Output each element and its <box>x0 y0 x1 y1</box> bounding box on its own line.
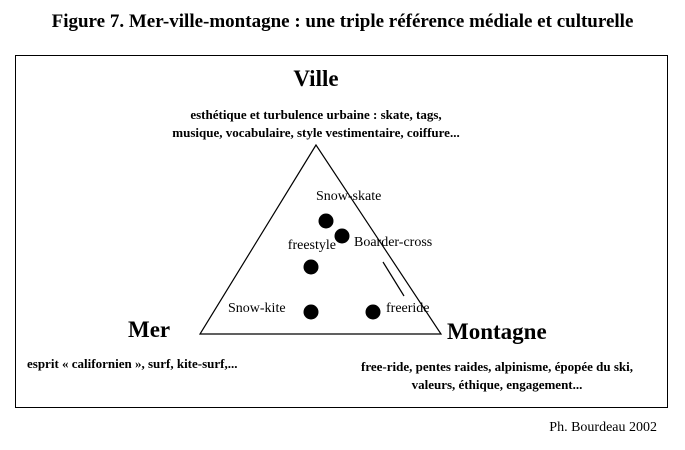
dot-freeride <box>365 304 381 320</box>
label-freestyle: freestyle <box>287 238 336 253</box>
leader-line-boarder-cross <box>382 261 405 297</box>
description-mer-line-1: esprit « californien », surf, kite-surf,… <box>27 356 238 371</box>
label-freeride: freeride <box>386 301 430 316</box>
pole-ville: Ville <box>293 66 339 91</box>
description-ville: esthétique et turbulence urbaine : skate… <box>116 106 516 142</box>
diagram-frame <box>15 55 668 408</box>
description-montagne-line-1: free-ride, pentes raides, alpinisme, épo… <box>360 359 634 374</box>
description-montagne: free-ride, pentes raides, alpinisme, épo… <box>317 358 677 394</box>
label-boarder-cross: Boarder-cross <box>354 235 433 250</box>
label-snow-kite: Snow-kite <box>228 301 286 316</box>
dot-snow-skate <box>318 213 334 229</box>
description-ville-line-1: esthétique et turbulence urbaine : skate… <box>190 107 442 122</box>
credit: Ph. Bourdeau 2002 <box>549 420 657 435</box>
dot-snow-kite <box>303 304 319 320</box>
description-montagne-line-2: valeurs, éthique, engagement... <box>411 377 583 392</box>
dot-boarder-cross <box>334 228 350 244</box>
figure-title: Figure 7. Mer-ville-montagne : une tripl… <box>51 11 634 32</box>
dot-freestyle <box>303 259 319 275</box>
triangle-outline <box>198 143 443 335</box>
description-ville-line-2: musique, vocabulaire, style vestimentair… <box>172 125 460 140</box>
label-snow-skate: Snow-skate <box>316 189 382 204</box>
pole-montagne: Montagne <box>447 319 547 344</box>
pole-mer: Mer <box>128 317 171 342</box>
description-mer: esprit « californien », surf, kite-surf,… <box>27 355 238 373</box>
